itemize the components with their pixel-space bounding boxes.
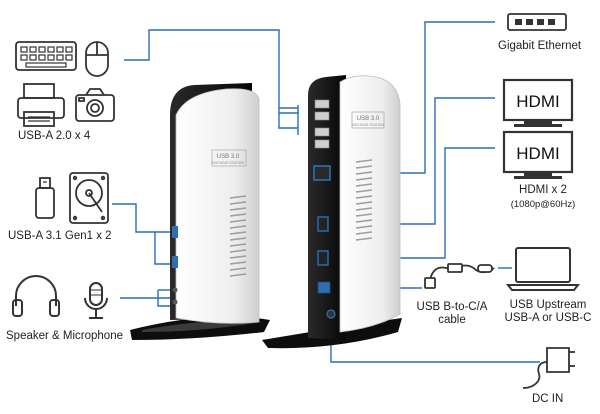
usb-stick-icon [35,177,55,219]
back-dock-badge-text-2: DOCKING STATION [352,123,384,127]
keyboard-icon [15,41,77,71]
ethernet-icon [507,13,567,31]
hard-drive-icon [69,172,109,224]
front-usb-port-1 [172,226,178,238]
microphone-icon [84,282,108,319]
usb-cable-icon [424,263,495,289]
label-usb-upstream-line1: USB Upstream [509,299,587,311]
dock-badge-text-1: USB 3.0 [217,154,240,160]
label-usb-upstream-line2: USB-A or USB-C [504,312,592,324]
hdmi-monitor-icon-1 [502,78,574,127]
back-hdmi-port-1 [317,216,329,232]
label-usb-a-31: USB-A 3.1 Gen1 x 2 [8,230,112,242]
label-usb-cable-line1: USB B-to-C/A [416,301,488,313]
front-audio-jack-2 [172,299,178,305]
back-dc-port [326,309,336,319]
back-usb-port-1 [314,99,330,109]
label-dc-in: DC IN [532,393,564,405]
hdmi-monitor-text-2: HDMI [516,144,559,163]
headphones-icon [12,275,60,317]
back-usb-port-3 [314,127,330,137]
mouse-icon [85,41,109,77]
back-usb-b-port [317,281,331,294]
power-adapter-icon [522,347,575,389]
dock-badge-text-2: DOCKING STATION [212,161,244,165]
front-usb-port-2 [172,256,178,268]
laptop-icon [505,247,581,291]
hdmi-monitor-icon-2 [502,130,574,179]
front-audio-jack-1 [172,287,178,293]
label-hdmi-resolution: (1080p@60Hz) [510,199,576,210]
dock-back: USB 3.0 DOCKING STATION [262,75,402,349]
label-usb-cable-line2: cable [438,314,466,326]
back-dock-badge-text-1: USB 3.0 [357,116,380,122]
back-ethernet-port [313,165,331,181]
label-hdmi-count: HDMI x 2 [519,184,567,196]
printer-icon [17,83,65,127]
back-usb-port-4 [314,139,330,149]
back-hdmi-port-2 [317,250,329,266]
label-speaker-mic: Speaker & Microphone [6,330,123,342]
label-usb-a-20: USB-A 2.0 x 4 [18,130,91,142]
dock-front: USB 3.0 DOCKING STATION [130,83,270,340]
camera-icon [75,88,115,122]
back-usb-port-2 [314,111,330,121]
label-gigabit-ethernet: Gigabit Ethernet [498,40,582,52]
hdmi-monitor-text-1: HDMI [516,92,559,111]
